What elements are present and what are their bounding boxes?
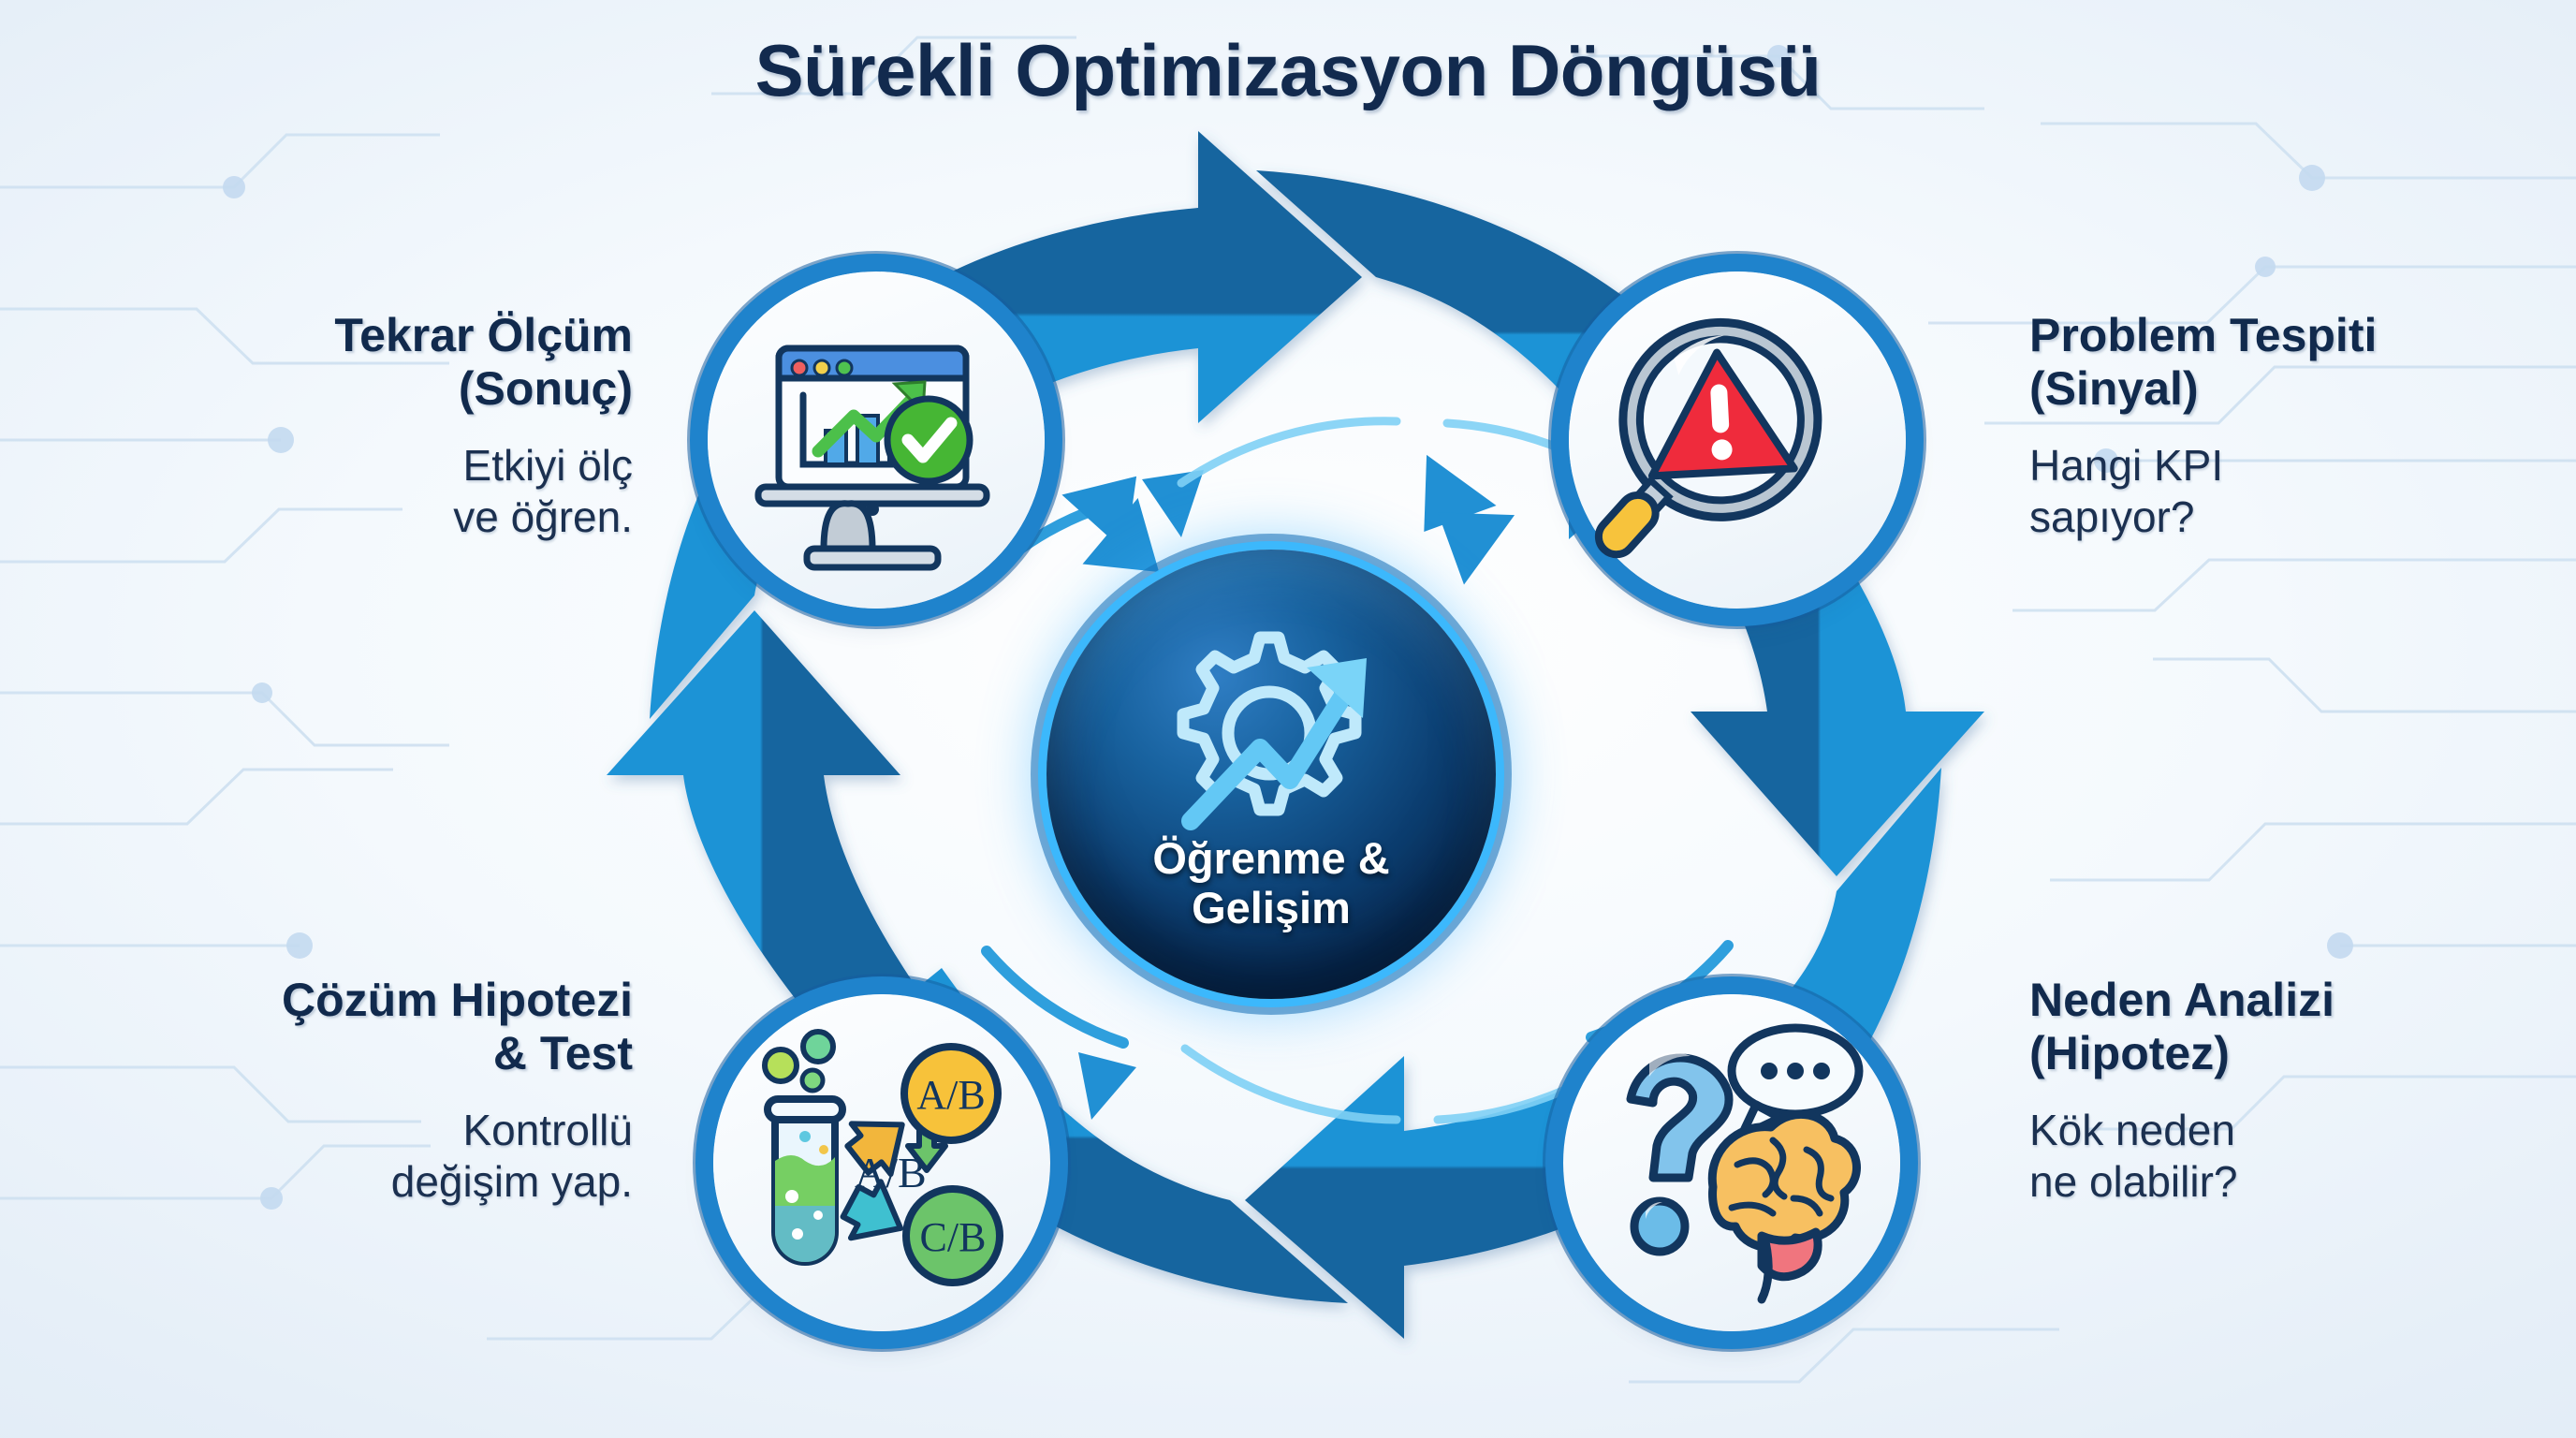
label-heading: Problem Tespiti (Sinyal) <box>2029 309 2554 416</box>
heading-line-2: (Sonuç) <box>458 362 633 415</box>
inner-arrows-group <box>979 417 1734 1124</box>
ab-badge-bottom-text: C/B <box>920 1214 987 1260</box>
sub-line-2: ne olabilir? <box>2029 1157 2238 1207</box>
hub-label-line1: Öğrenme & <box>1152 832 1390 883</box>
label-cozum-hipotezi: Çözüm Hipotezi & Test Kontrollü değişim … <box>62 974 633 1208</box>
heading-line-2: & Test <box>492 1027 633 1079</box>
sub-line-2: sapıyor? <box>2029 492 2195 542</box>
center-hub[interactable]: Öğrenme & Gelişim <box>1046 550 1496 999</box>
sub-line-2: değişim yap. <box>390 1157 633 1207</box>
heading-line-2: (Hipotez) <box>2029 1027 2230 1079</box>
label-heading: Çözüm Hipotezi & Test <box>62 974 633 1080</box>
question-brain-speech-icon <box>1582 1013 1881 1313</box>
page-title: Sürekli Optimizasyon Döngüsü <box>754 29 1822 111</box>
label-problem-tespiti: Problem Tespiti (Sinyal) Hangi KPI sapıy… <box>2029 309 2554 543</box>
ab-badge-top-text: A/B <box>916 1072 985 1118</box>
label-subtext: Hangi KPI sapıyor? <box>2029 440 2554 543</box>
gear-growth-arrow-icon <box>1149 621 1393 850</box>
hub-label: Öğrenme & Gelişim <box>1046 833 1496 933</box>
sub-line-1: Hangi KPI <box>2029 441 2224 490</box>
label-tekrar-olcum: Tekrar Ölçüm (Sonuç) Etkiyi ölç ve öğren… <box>90 309 633 543</box>
label-neden-analizi: Neden Analizi (Hipotez) Kök neden ne ola… <box>2029 974 2554 1208</box>
sub-line-1: Etkiyi ölç <box>462 441 633 490</box>
sub-line-1: Kontrollü <box>462 1106 633 1154</box>
label-heading: Neden Analizi (Hipotez) <box>2029 974 2554 1080</box>
heading-line-1: Neden Analizi <box>2029 974 2334 1026</box>
label-subtext: Etkiyi ölç ve öğren. <box>90 440 633 543</box>
heading-line-1: Tekrar Ölçüm <box>334 309 633 361</box>
magnifier-alert-icon <box>1588 290 1887 590</box>
monitor-analytics-check-icon <box>726 290 1026 590</box>
sub-line-2: ve öğren. <box>453 492 633 542</box>
test-tube-ab-test-icon: A/B A/B C/B <box>732 1013 1032 1313</box>
hub-label-line2: Gelişim <box>1192 883 1351 933</box>
sub-line-1: Kök neden <box>2029 1106 2235 1154</box>
heading-line-1: Çözüm Hipotezi <box>282 974 633 1026</box>
label-subtext: Kontrollü değişim yap. <box>62 1105 633 1208</box>
label-subtext: Kök neden ne olabilir? <box>2029 1105 2554 1208</box>
heading-line-1: Problem Tespiti <box>2029 309 2378 361</box>
heading-line-2: (Sinyal) <box>2029 362 2199 415</box>
label-heading: Tekrar Ölçüm (Sonuç) <box>90 309 633 416</box>
